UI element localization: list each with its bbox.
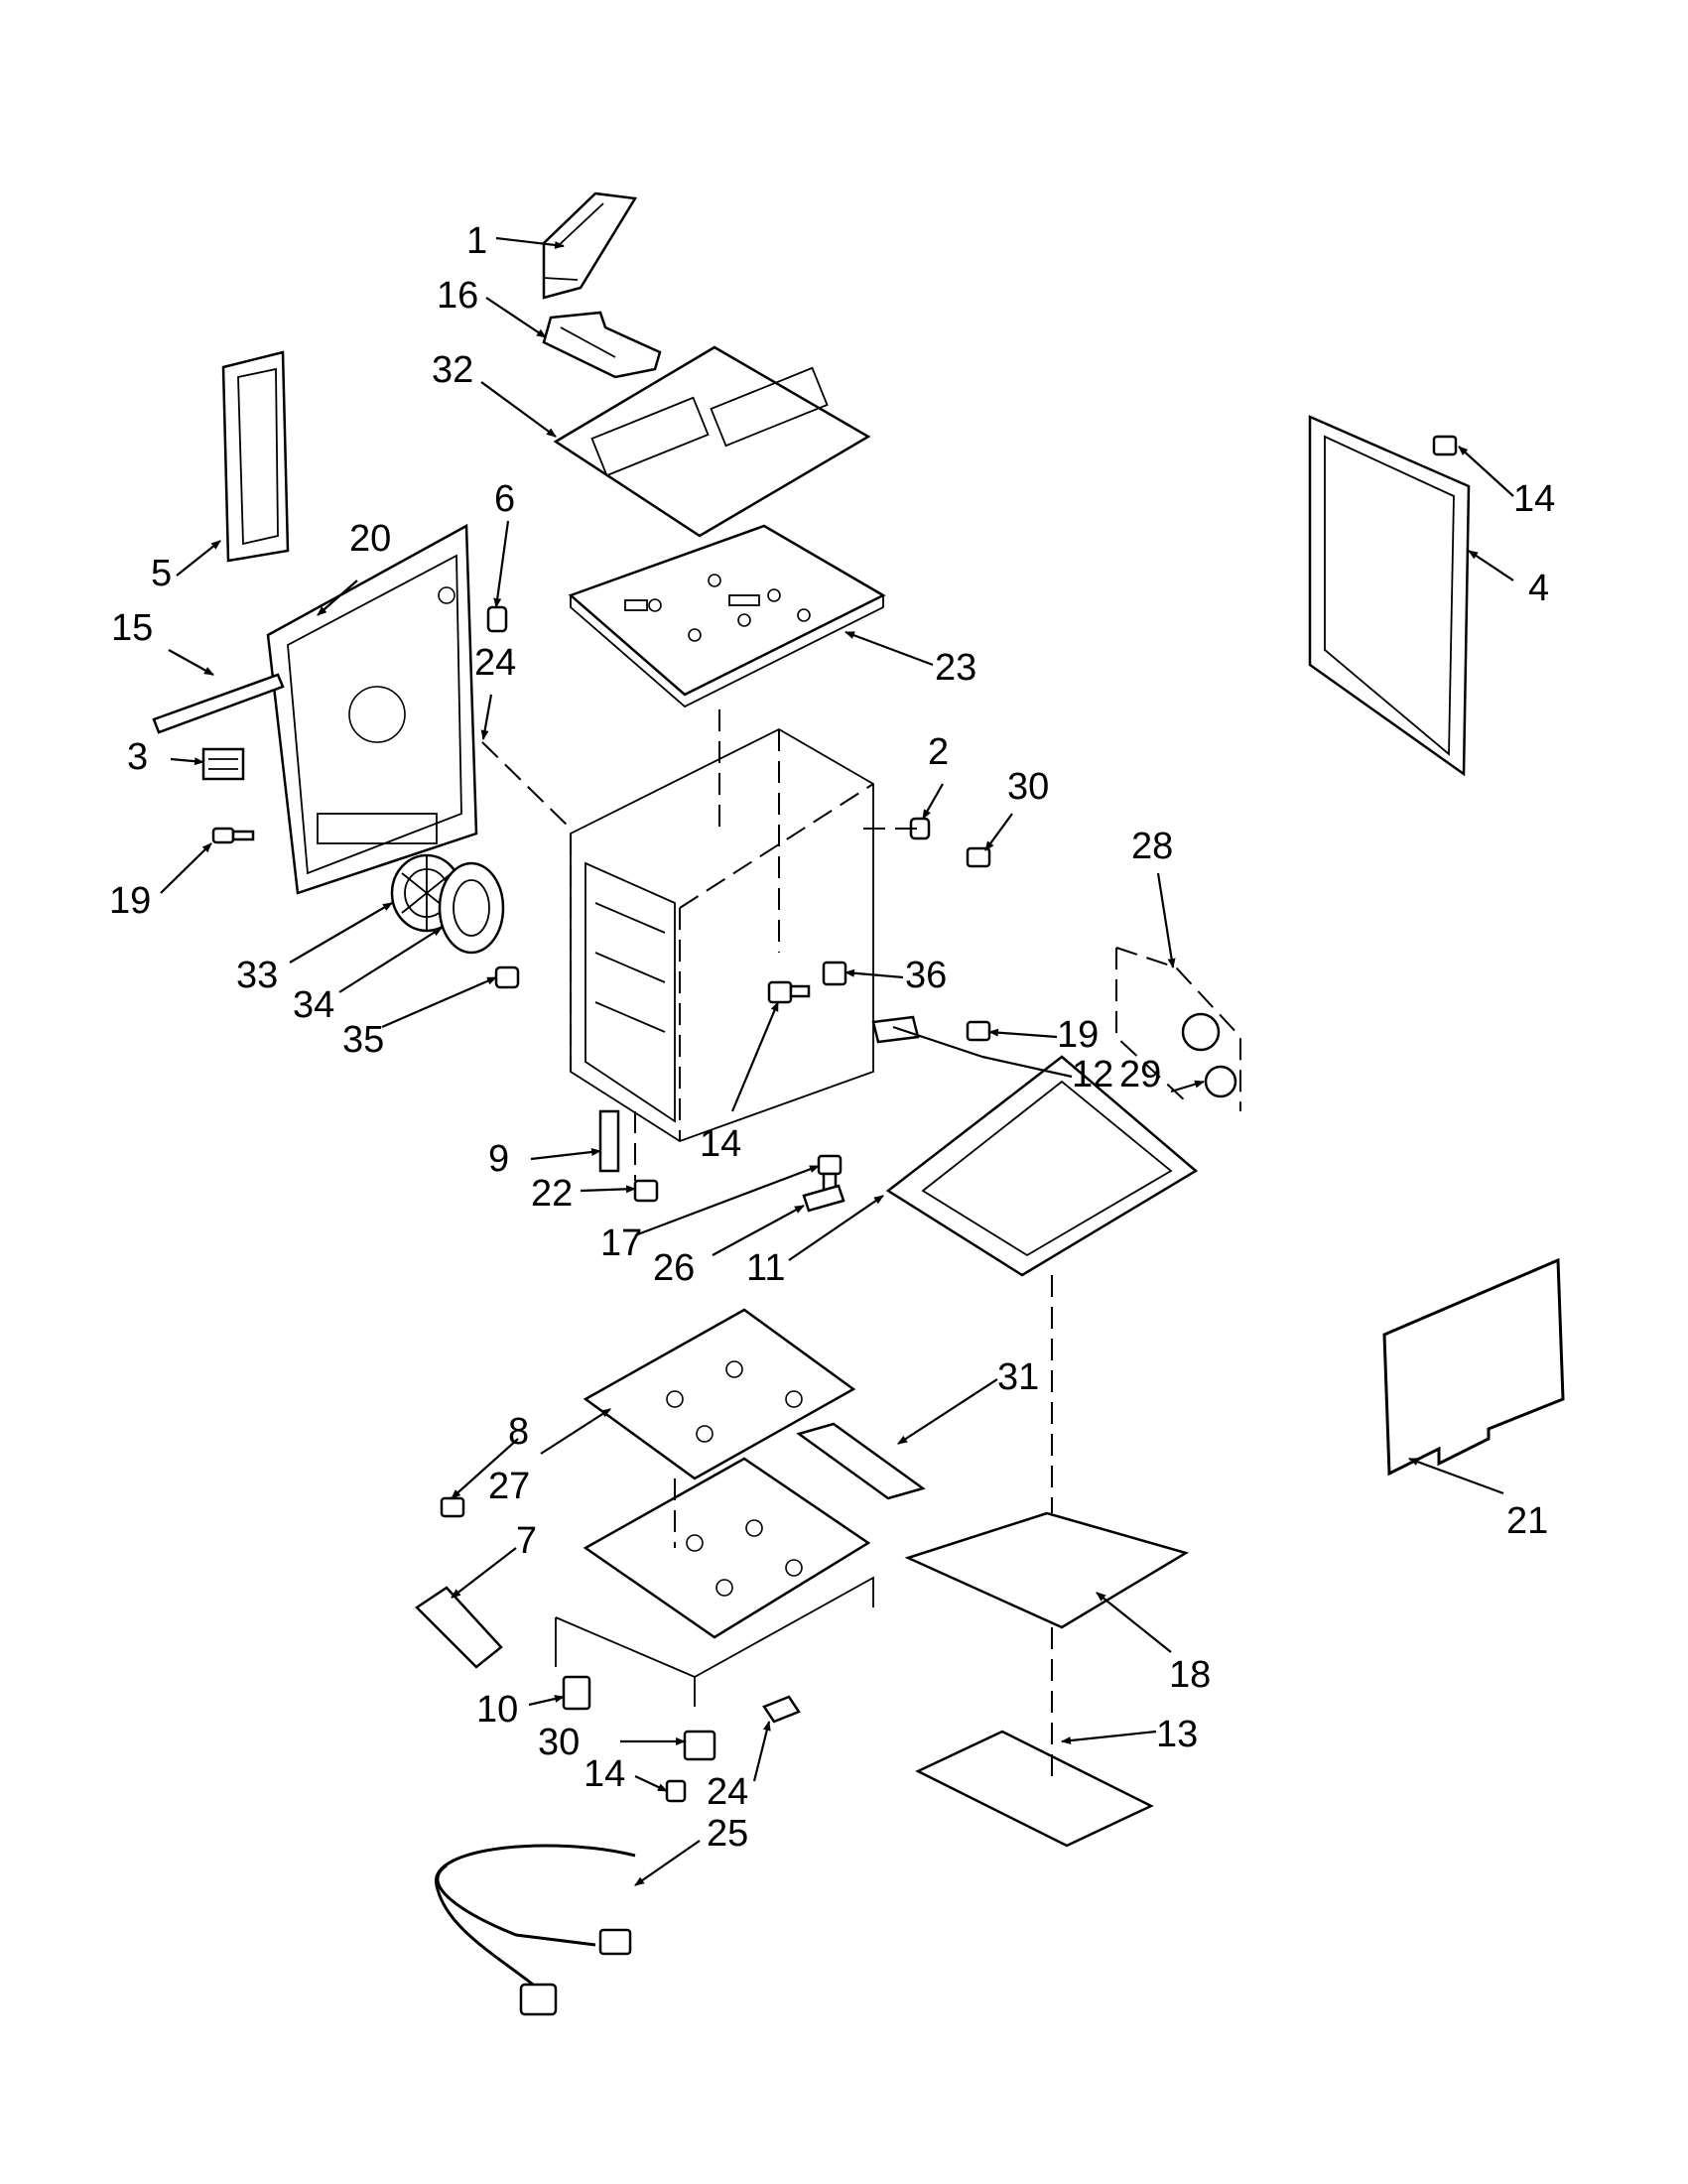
part-lower-tray (583, 1457, 871, 1639)
part-1-vent-cap (542, 192, 638, 300)
callout-24-bottom: 24 (707, 1771, 748, 1813)
leader-lines (160, 236, 1514, 1886)
callout-19-left: 19 (109, 880, 151, 922)
part-16-vent-duct (542, 311, 662, 379)
part-34-fan-cover (438, 861, 505, 955)
part-20-rear-panel (266, 523, 478, 895)
callout-34: 34 (293, 984, 334, 1026)
callout-23: 23 (935, 647, 976, 689)
part-14-screw-bottom (665, 1779, 687, 1803)
callout-14-top-right: 14 (1513, 478, 1555, 520)
part-35-nut (494, 965, 520, 989)
callout-16: 16 (437, 275, 478, 317)
callout-36: 36 (905, 955, 947, 996)
callout-28: 28 (1131, 826, 1173, 867)
callout-10: 10 (476, 1689, 518, 1731)
callout-12: 12 (1072, 1054, 1113, 1095)
callout-35: 35 (342, 1019, 384, 1061)
callout-14-middle: 14 (700, 1123, 741, 1165)
callout-6: 6 (494, 478, 515, 520)
part-21-gasket (1382, 1257, 1565, 1477)
part-14-screw-top-right (1432, 435, 1458, 456)
callout-27: 27 (488, 1466, 530, 1507)
callout-30-bottom: 30 (538, 1722, 580, 1763)
part-drawer-frame (555, 1576, 874, 1707)
part-27-burner-base (583, 1308, 856, 1480)
part-oven-cavity (570, 727, 874, 1142)
callout-2: 2 (928, 731, 949, 773)
part-31-burner (796, 1422, 926, 1500)
part-26-clip (802, 1184, 845, 1213)
part-3-terminal-block (201, 747, 245, 781)
callout-4: 4 (1528, 568, 1549, 609)
part-5-bracket (221, 350, 290, 563)
callout-18: 18 (1169, 1654, 1211, 1696)
callout-19-right: 19 (1057, 1014, 1099, 1056)
part-8-screw (440, 1496, 465, 1518)
callout-21: 21 (1506, 1500, 1548, 1542)
part-28-light-assembly (1115, 947, 1241, 1111)
part-30-screw-top (966, 846, 991, 868)
part-18-heat-shield (904, 1511, 1190, 1629)
callout-20: 20 (349, 518, 391, 560)
callout-22: 22 (531, 1173, 573, 1215)
part-7-side-bracket (415, 1586, 503, 1669)
callout-30-top: 30 (1007, 766, 1049, 808)
part-13-drawer-panel (915, 1730, 1154, 1848)
callout-11: 11 (746, 1247, 785, 1289)
part-36-valve (822, 961, 847, 986)
part-4-door-frame (1308, 415, 1471, 777)
part-10-leveling-leg (562, 1675, 591, 1711)
part-6-spacer (486, 605, 508, 633)
callout-25: 25 (707, 1813, 748, 1855)
part-19-screw-left (211, 827, 255, 844)
callout-8: 8 (508, 1411, 529, 1453)
part-19-screw-right (966, 1020, 991, 1042)
part-22-screw (633, 1179, 659, 1203)
callout-15: 15 (111, 607, 153, 649)
callout-29: 29 (1119, 1054, 1161, 1095)
callout-5: 5 (151, 553, 172, 594)
callout-labels: 1 16 32 6 5 20 15 24 23 3 2 30 19 14 4 2… (109, 220, 1555, 1855)
part-12-igniter (871, 1015, 983, 1059)
alignment-lines (481, 709, 1053, 1776)
part-30-screw-bottom (683, 1730, 716, 1761)
callout-9: 9 (488, 1138, 509, 1180)
part-9-bracket (598, 1109, 620, 1173)
callout-7: 7 (516, 1520, 537, 1562)
callout-26: 26 (653, 1247, 695, 1289)
callout-24-top: 24 (474, 642, 516, 684)
callout-33: 33 (236, 955, 278, 996)
callout-31: 31 (997, 1356, 1039, 1398)
part-24-clip-bottom (762, 1695, 801, 1724)
part-23-burner-box (568, 524, 886, 708)
callout-3: 3 (127, 736, 148, 778)
callout-14-bottom: 14 (584, 1753, 625, 1795)
callout-1: 1 (466, 220, 487, 262)
part-15-rail (152, 673, 285, 734)
callout-32: 32 (432, 349, 473, 391)
part-32-top-panel (553, 345, 871, 538)
callout-13: 13 (1156, 1714, 1198, 1755)
part-14-screw-middle (767, 980, 811, 1004)
part-25-power-cord (435, 1844, 636, 2016)
part-11-oven-bottom (885, 1055, 1199, 1277)
callout-17: 17 (600, 1222, 642, 1264)
